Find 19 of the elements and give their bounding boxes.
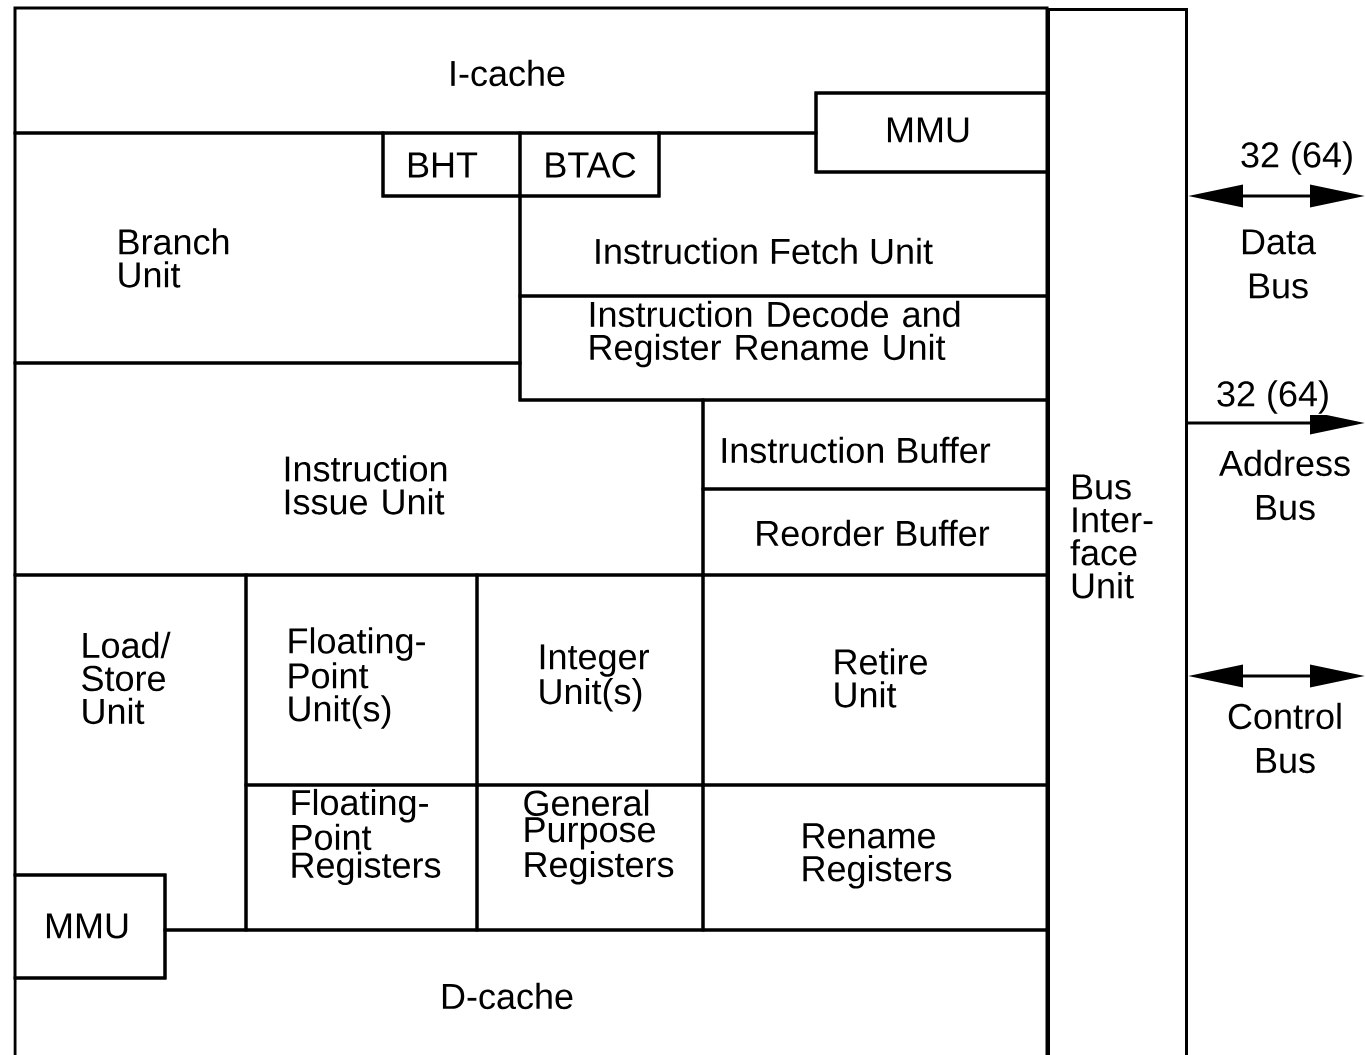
bus-label: Control Bus [1228,702,1341,774]
unit-block: General Purpose Registers [475,783,705,932]
bus-width-label: 32 (64) [1238,139,1356,177]
unit-block: MMU [814,91,1049,174]
unit-block: BTAC [518,131,661,198]
unit-block: Rename Registers [701,783,1049,932]
unit-block: Instruction Buffer [701,398,1049,491]
unit-block: Integer Unit(s) [475,573,705,787]
bus-width-label: 32 (64) [1214,378,1332,416]
unit-block: Floating-Point Unit(s) [244,573,479,787]
bus-label: Data Bus [1242,229,1317,299]
unit-block: Instruction Decode and Register Rename Unit [518,294,1049,402]
unit-block: Retire Unit [701,573,1049,787]
unit-block: Reorder Buffer [701,487,1049,577]
unit-block: Floating-Point Registers [244,783,479,932]
bus-interface-block: Bus Inter-face Unit [1047,8,1188,1055]
unit-block: MMU [13,873,167,980]
unit-block: BHT [381,131,522,198]
bus-label: Address Bus [1219,449,1350,521]
